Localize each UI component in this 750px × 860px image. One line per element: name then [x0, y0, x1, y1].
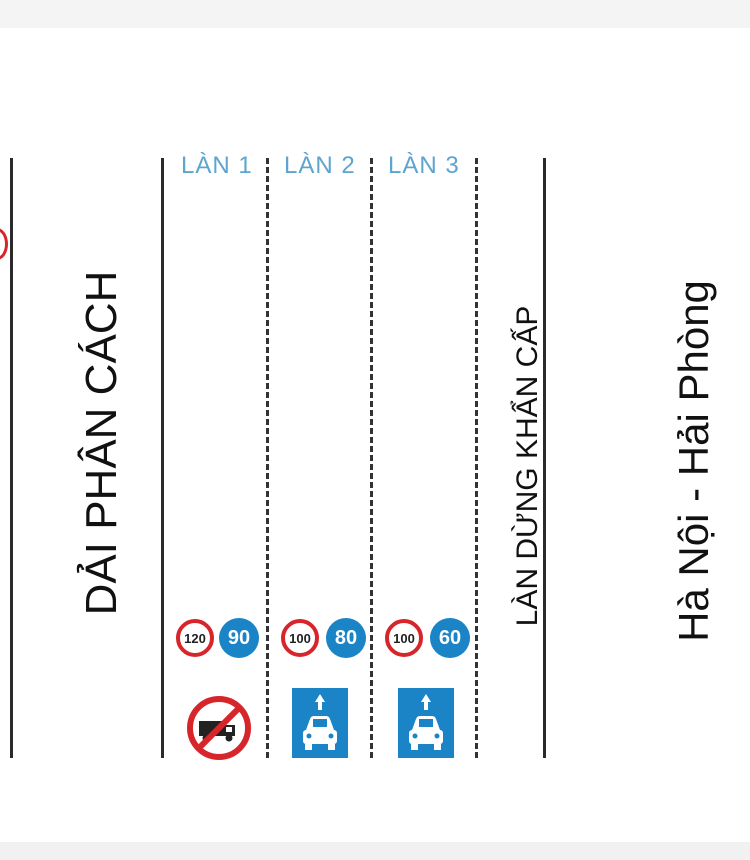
median-label: DẢI PHÂN CÁCH [77, 270, 126, 616]
bottom-band [0, 842, 750, 860]
speed-limit-sign-lane-1: 120 [176, 619, 214, 657]
lane-divider-1 [266, 158, 269, 758]
car-lane-sign-lane-3 [398, 688, 454, 758]
right-edge-line [543, 158, 546, 758]
left-edge-line [10, 158, 13, 758]
car-icon [303, 694, 337, 750]
min-speed-sign-lane-1: 90 [219, 618, 259, 658]
min-speed-sign-lane-2: 80 [326, 618, 366, 658]
min-speed-sign-lane-3: 60 [430, 618, 470, 658]
lane-divider-3 [475, 158, 478, 758]
car-lane-sign-lane-2 [292, 688, 348, 758]
lane-divider-2 [370, 158, 373, 758]
lane-label-3: LÀN 3 [388, 152, 460, 179]
partial-sign-icon [0, 228, 8, 260]
car-icon [409, 694, 443, 750]
emergency-lane-label: LÀN DỪNG KHẨN CẤP [511, 305, 544, 627]
speed-limit-sign-lane-2: 100 [281, 619, 319, 657]
lane-label-2: LÀN 2 [284, 152, 356, 179]
speed-limit-sign-lane-3: 100 [385, 619, 423, 657]
median-edge-line [161, 158, 164, 758]
no-truck-sign-icon [186, 695, 252, 761]
direction-label: Hà Nội - Hải Phòng [670, 280, 717, 642]
top-band [0, 0, 750, 28]
lane-label-1: LÀN 1 [181, 152, 253, 179]
